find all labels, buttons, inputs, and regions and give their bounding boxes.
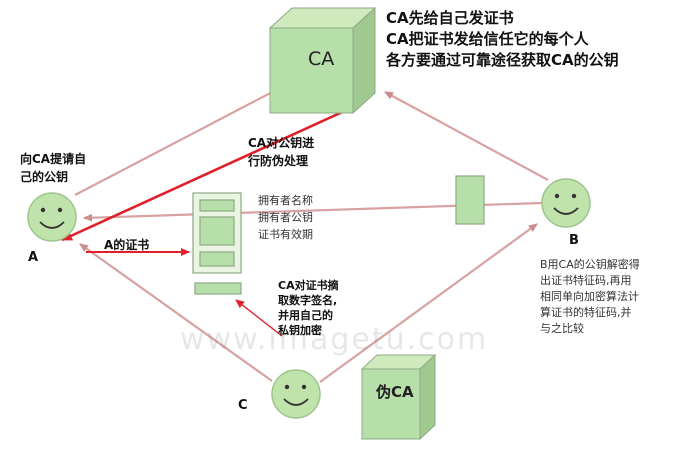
fake-ca-cube <box>360 353 437 441</box>
watermark: www.imagetu.com <box>180 322 489 357</box>
key-card-icon <box>455 175 485 225</box>
arrow-sign-to-cert-red <box>235 299 283 337</box>
node-label-a: A <box>28 250 39 265</box>
arrow-ca-to-a-red <box>61 101 363 242</box>
arrow-c-to-b <box>319 223 538 383</box>
fake-ca-box-label: 伪CA <box>376 383 414 401</box>
arrow-c-to-a <box>79 243 273 382</box>
ca-box-label: CA <box>308 48 335 70</box>
ca-notes: CA先给自己发证书 CA把证书发给信任它的每个人 各方要通过可靠途径获取CA的公… <box>386 9 619 69</box>
ca-process-label: CA对公钥进 行防伪处理 <box>248 136 315 168</box>
arrow-b-to-ca <box>384 91 549 181</box>
ca-cube <box>268 6 377 115</box>
arrow-a-to-ca <box>74 87 281 196</box>
a-request-label: 向CA提请自 己的公钥 <box>20 152 87 184</box>
ca-sign-label: CA对证书摘 取数字签名, 并用自己的 私钥加密 <box>278 279 339 337</box>
person-c-smiley-face-icon <box>271 369 321 419</box>
highlight-arrows <box>61 101 363 337</box>
certificate-info-label: 拥有者名称 拥有者公钥 证书有效期 <box>258 194 313 241</box>
node-label-c: C <box>238 398 248 413</box>
node-label-b: B <box>569 233 579 248</box>
person-b-smiley-face-icon <box>541 178 591 228</box>
a-certificate-label: A的证书 <box>104 238 150 252</box>
person-a-smiley-face-icon <box>27 192 77 242</box>
b-verify-label: B用CA的公钥解密得 出证书特征码,再用 相同单向加密算法计 算证书的特征码,并… <box>540 258 640 335</box>
certificate-document-icon <box>192 192 242 295</box>
